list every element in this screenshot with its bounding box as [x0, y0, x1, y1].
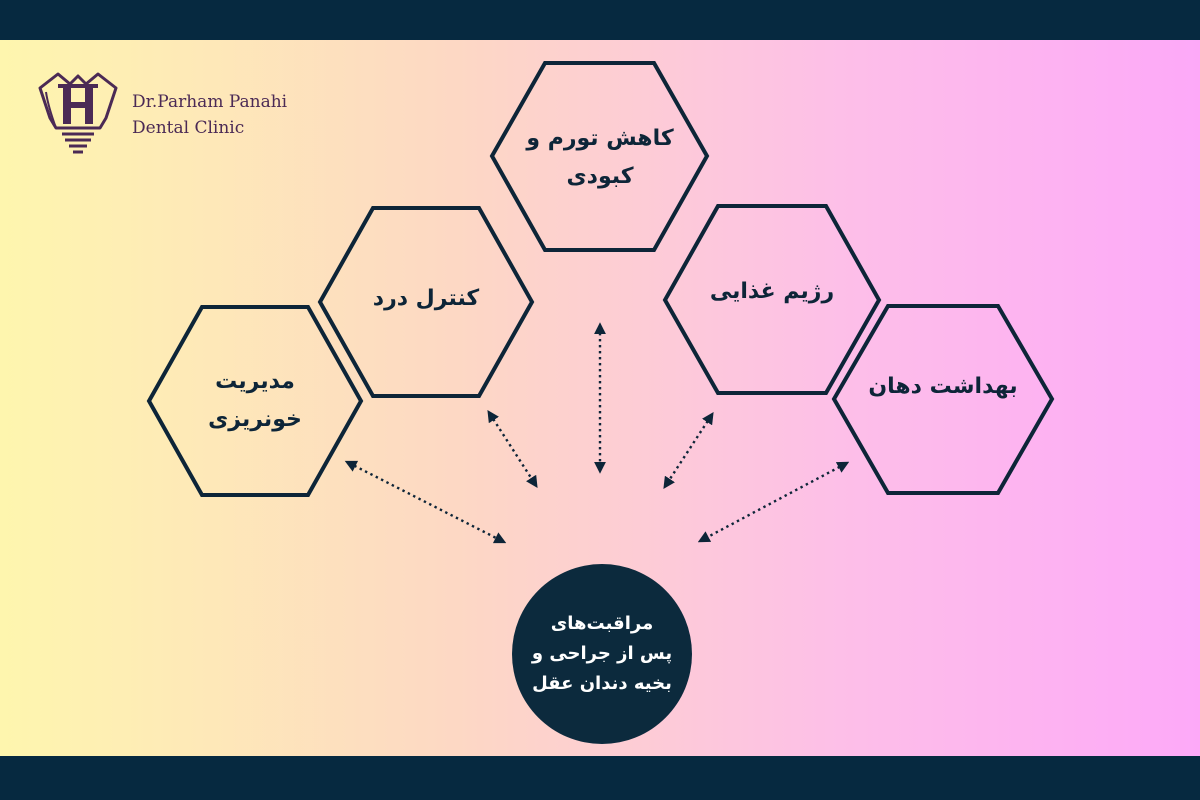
connector-hygiene [697, 461, 850, 543]
logo-line-2: Dental Clinic [132, 118, 245, 138]
hexagon-hygiene [831, 304, 1055, 495]
hexagon-label-pain: کنترل درد [372, 286, 480, 311]
tooth-implant-icon [38, 72, 118, 154]
hexagon-diet [662, 204, 882, 395]
hexagon-swelling [489, 61, 710, 252]
connector-diet [663, 411, 714, 490]
connector-bleeding [344, 460, 507, 544]
hexagon-label-hygiene: بهداشت دهان [868, 374, 1018, 399]
logo-line-1: Dr.Parham Panahi [132, 92, 288, 112]
center-circle [512, 564, 692, 744]
hexagon-bleeding [146, 305, 364, 497]
bottom-frame-band [0, 756, 1200, 800]
connector-pain [487, 409, 538, 489]
top-frame-band [0, 0, 1200, 40]
hexagon-pain [317, 206, 535, 398]
hexagon-label-diet: رژیم غذایی [709, 279, 835, 304]
clinic-logo: Dr.Parham Panahi Dental Clinic [36, 66, 306, 158]
